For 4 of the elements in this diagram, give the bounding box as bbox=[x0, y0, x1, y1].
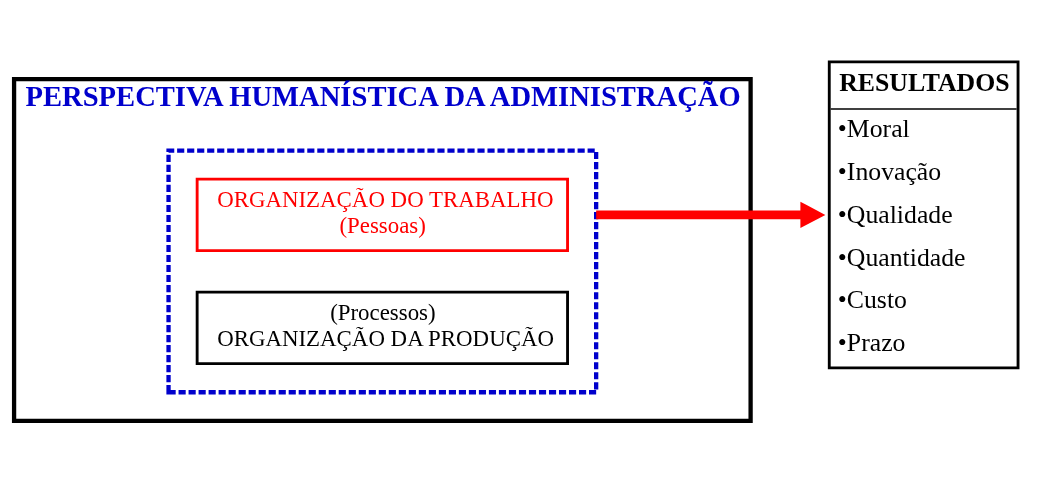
node-box: ORGANIZAÇÃO DO TRABALHO (Pessoas) bbox=[195, 177, 569, 252]
arrow bbox=[596, 201, 826, 228]
cluster bbox=[166, 147, 599, 394]
node-box: (Processos) ORGANIZAÇÃO DA PRODUÇÃO bbox=[195, 290, 569, 365]
